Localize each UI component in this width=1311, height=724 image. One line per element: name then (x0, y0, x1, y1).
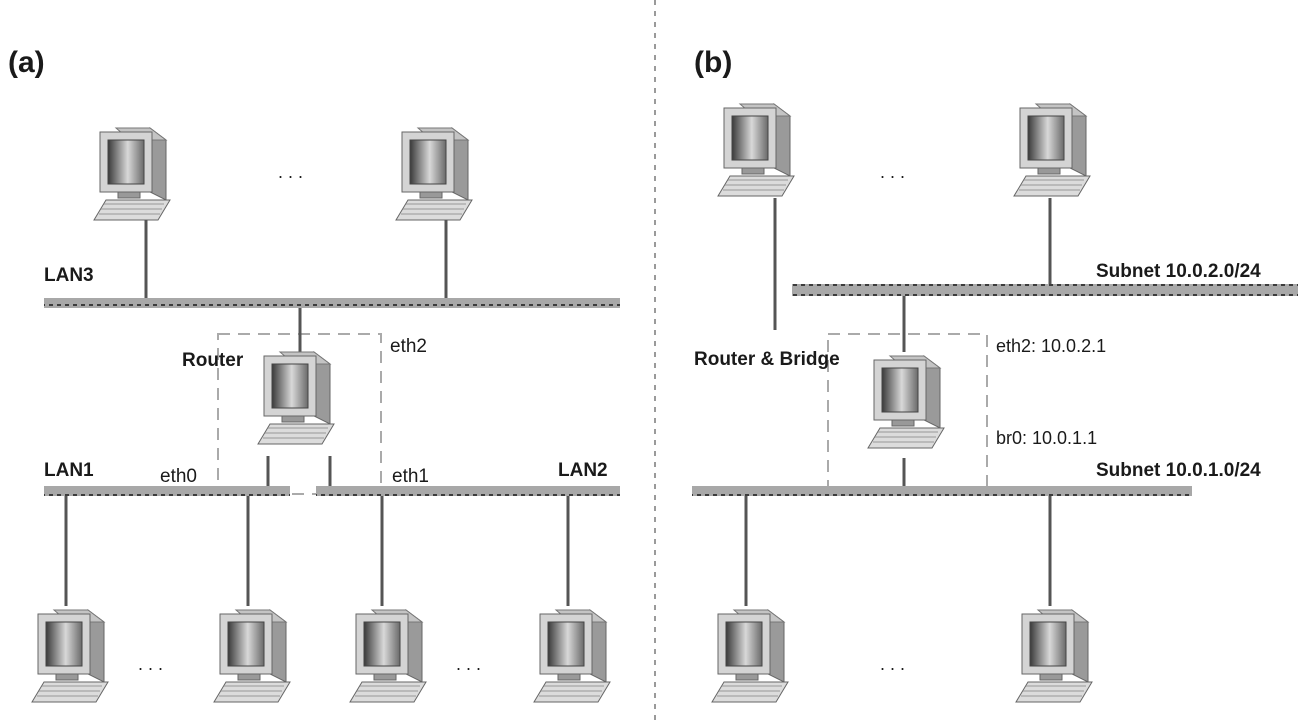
computer-icon (533, 609, 611, 703)
lan1-bus (44, 486, 290, 496)
subnet-bottom-bus (692, 486, 1192, 496)
eth2-addr-label: eth2: 10.0.2.1 (996, 336, 1106, 356)
eth2-label: eth2 (390, 336, 427, 357)
ellipsis-bottom: . . . (880, 654, 905, 674)
computer-icon (213, 609, 291, 703)
lan2-label: LAN2 (558, 460, 608, 481)
computer-icon (1015, 609, 1093, 703)
ellipsis-top: . . . (278, 162, 303, 182)
panel-b: (b) . . . Subnet 10.0.2.0/24 Router & Br… (692, 46, 1298, 703)
router-bridge-label: Router & Bridge (694, 349, 840, 370)
router-label: Router (182, 350, 244, 371)
lan3-bus (44, 298, 620, 308)
lan3-label: LAN3 (44, 265, 94, 286)
subnet-top-bus (792, 284, 1298, 296)
eth0-label: eth0 (160, 466, 197, 487)
computer-icon (257, 351, 335, 445)
lan1-label: LAN1 (44, 460, 94, 481)
panel-a: (a) . . . LAN3 Router eth2 eth0 eth1 LAN… (8, 46, 620, 703)
computer-icon (349, 609, 427, 703)
computer-icon (31, 609, 109, 703)
ellipsis-bottom-right: . . . (456, 654, 481, 674)
computer-icon (1013, 103, 1091, 197)
ellipsis-bottom-left: . . . (138, 654, 163, 674)
ellipsis-top: . . . (880, 162, 905, 182)
subnet-bottom-label: Subnet 10.0.1.0/24 (1096, 460, 1261, 481)
panel-a-tag: (a) (8, 46, 45, 79)
computer-icon (711, 609, 789, 703)
computer-icon (867, 355, 945, 449)
computer-icon (93, 127, 171, 221)
computer-icon (395, 127, 473, 221)
panel-b-tag: (b) (694, 46, 732, 79)
computer-icon (717, 103, 795, 197)
eth1-label: eth1 (392, 466, 429, 487)
lan2-bus (316, 486, 620, 496)
subnet-top-label: Subnet 10.0.2.0/24 (1096, 261, 1261, 282)
br0-addr-label: br0: 10.0.1.1 (996, 428, 1097, 448)
